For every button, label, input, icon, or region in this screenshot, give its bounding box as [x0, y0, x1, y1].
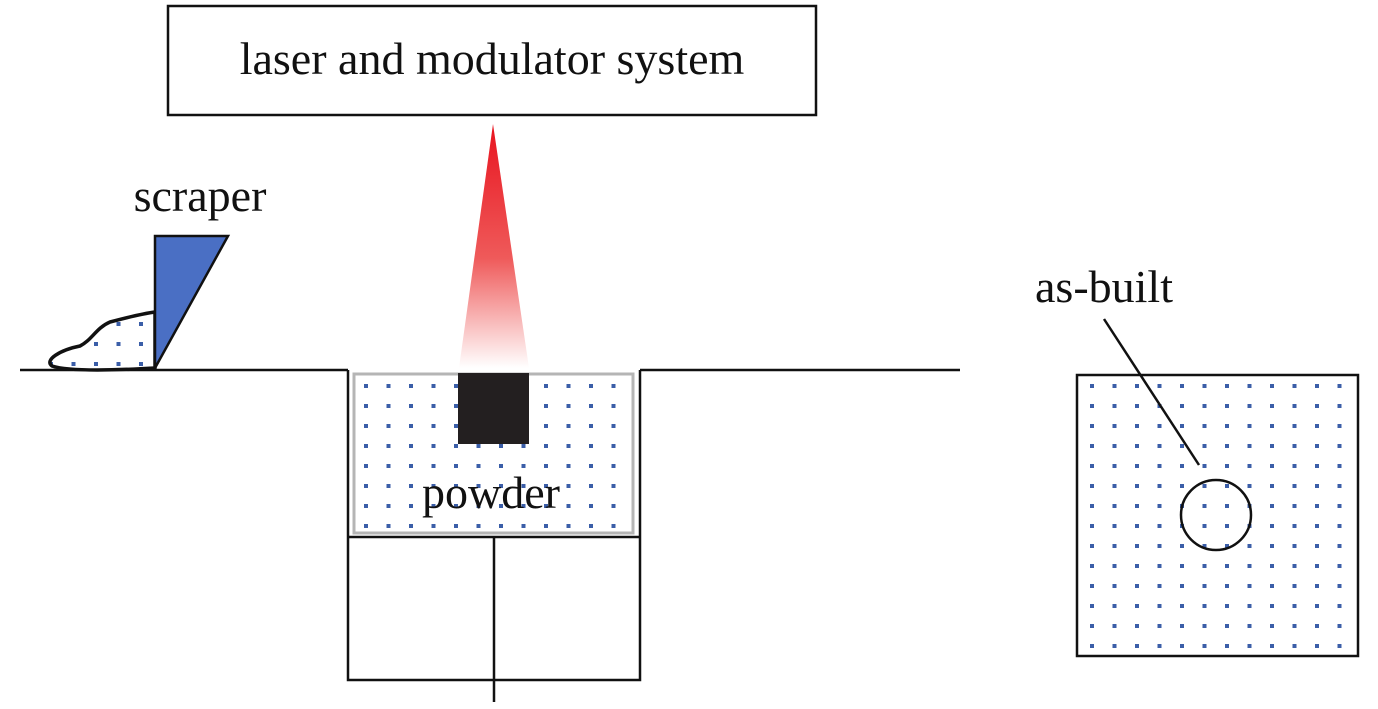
- as-built-part-circle: [1179, 478, 1253, 552]
- powder-label: powder: [422, 467, 560, 518]
- built-part: [458, 373, 529, 444]
- as-built-panel: as-built: [1035, 261, 1360, 658]
- laser-system-label: laser and modulator system: [240, 33, 745, 84]
- laser-system-box: laser and modulator system: [166, 4, 818, 117]
- laser-beam: [459, 124, 529, 368]
- as-built-leader-line: [1102, 318, 1201, 466]
- as-built-label: as-built: [1035, 261, 1173, 312]
- powder-pile: [48, 310, 157, 372]
- scraper-label: scraper: [134, 170, 267, 221]
- scraper: scraper: [48, 170, 267, 372]
- build-chamber: [346, 370, 642, 702]
- scraper-blade: [153, 234, 231, 369]
